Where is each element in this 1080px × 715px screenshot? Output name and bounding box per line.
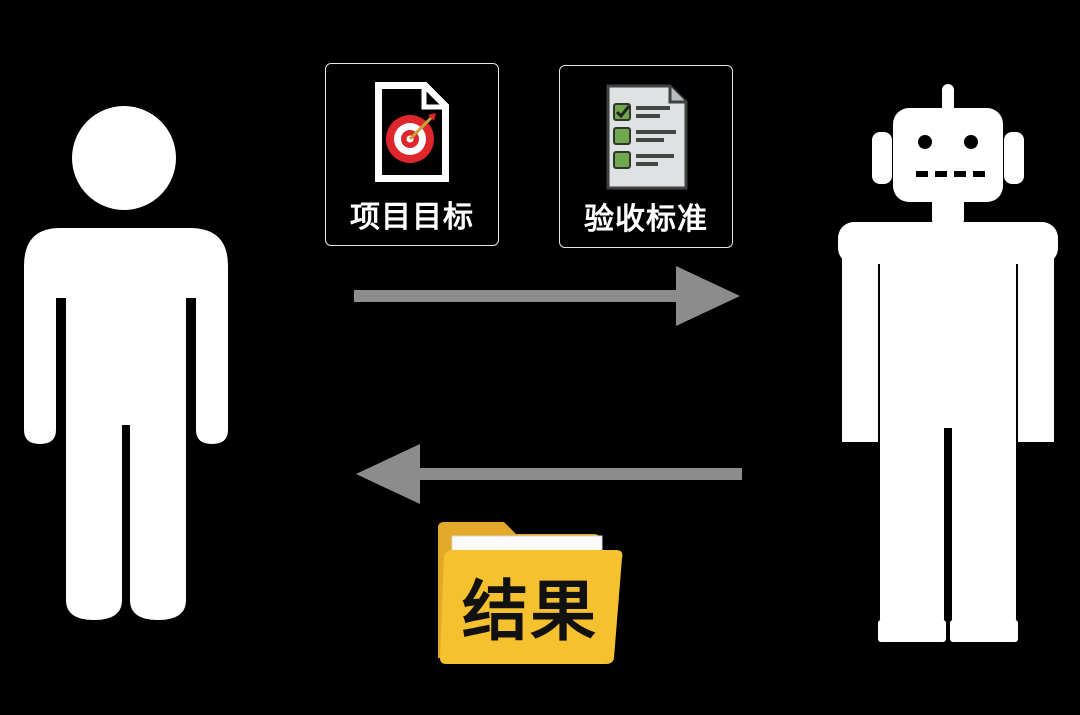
arrow-right-icon <box>354 266 740 326</box>
arrow-left-icon <box>356 444 742 504</box>
result-label: 结果 <box>462 573 598 650</box>
person-icon <box>24 106 228 620</box>
checklist-icon <box>606 84 688 190</box>
acceptance-card: 验收标准 <box>559 65 733 248</box>
acceptance-label: 验收标准 <box>584 202 708 237</box>
goal-label: 项目目标 <box>350 200 474 235</box>
target-document-icon <box>375 82 449 182</box>
goal-card: 项目目标 <box>325 63 499 246</box>
result-folder: 结果 <box>434 518 626 668</box>
folder-icon <box>438 522 623 664</box>
robot-icon <box>838 84 1058 642</box>
